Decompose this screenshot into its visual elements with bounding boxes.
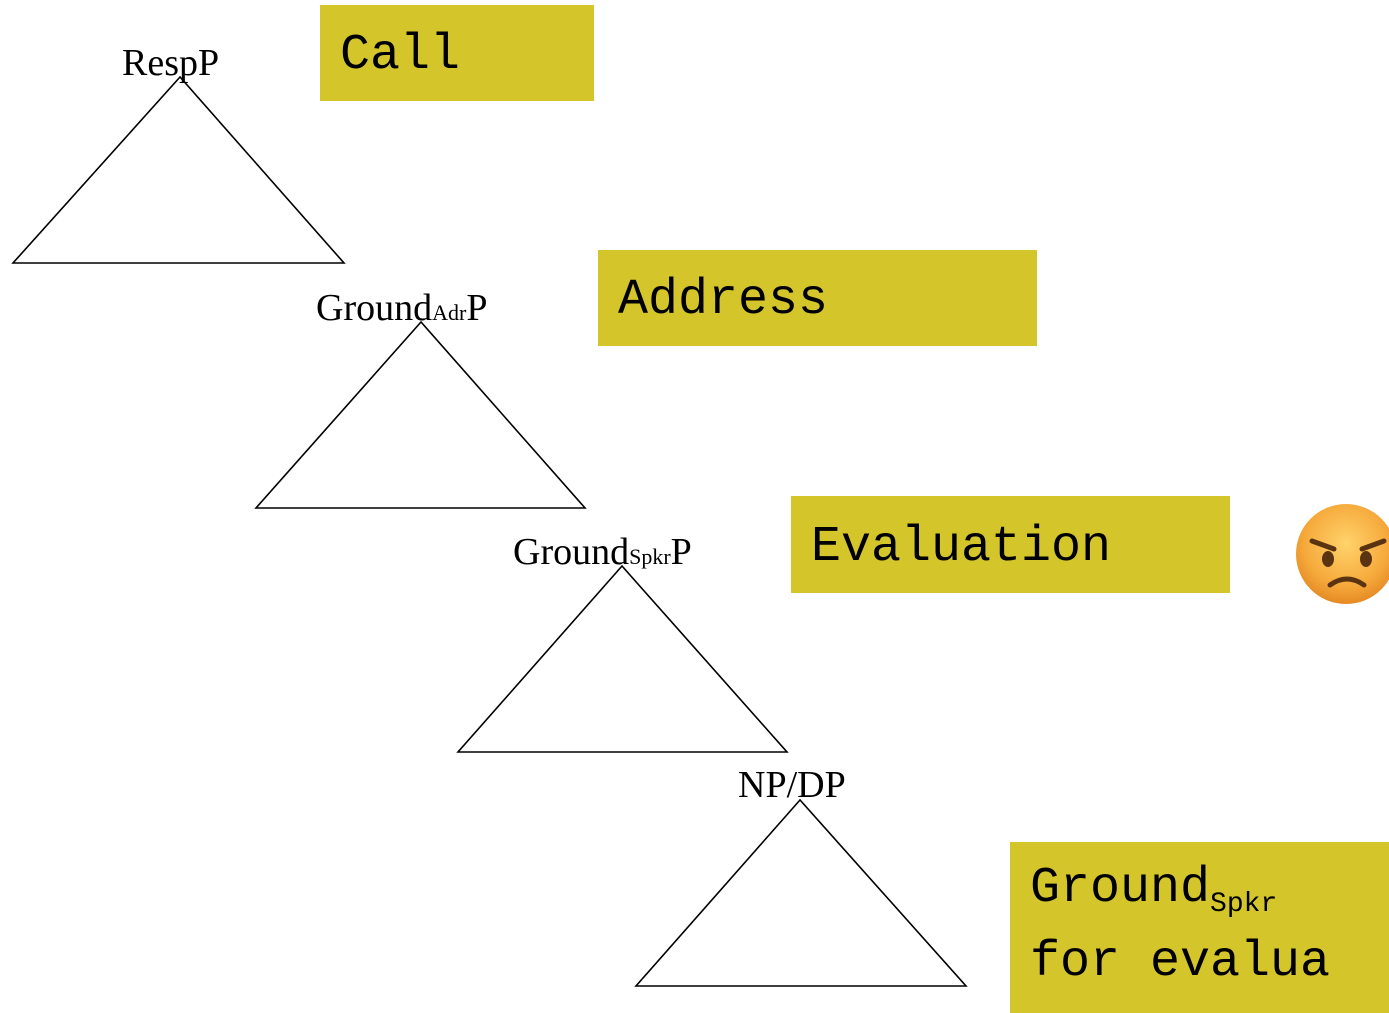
- ground-adr-node-label: GroundAdrP: [316, 289, 487, 327]
- ground-adr-suffix: P: [466, 287, 488, 329]
- ground-spkr-main: Ground: [513, 531, 630, 573]
- ground-adr-main: Ground: [316, 287, 433, 329]
- ground-adr-sub: Adr: [432, 300, 467, 325]
- call-tag: Call: [320, 5, 594, 101]
- ground-spkr-node-label: GroundSpkrP: [513, 533, 692, 571]
- bottom-tag-line2: for evalua: [1030, 934, 1331, 991]
- ground-adr-triangle: [254, 320, 587, 509]
- bottom-tag-line1-sub: Spkr: [1210, 889, 1278, 920]
- ground-spkr-evaluation-tag: GroundSpkr for evalua: [1010, 842, 1389, 1013]
- address-tag: Address: [598, 250, 1037, 346]
- evaluation-tag: Evaluation: [791, 496, 1230, 593]
- ground-spkr-triangle: [456, 564, 789, 753]
- np-dp-node-label: NP/DP: [738, 764, 846, 806]
- ground-spkr-suffix: P: [670, 531, 692, 573]
- bottom-tag-line1-main: Ground: [1030, 860, 1211, 917]
- resp-triangle: [11, 75, 346, 264]
- resp-node-label: RespP: [122, 42, 220, 84]
- ground-spkr-sub: Spkr: [629, 544, 671, 569]
- angry-face-icon: [1296, 503, 1389, 605]
- bottom-tag-line1: GroundSpkr: [1030, 860, 1389, 934]
- np-dp-triangle: [634, 798, 968, 987]
